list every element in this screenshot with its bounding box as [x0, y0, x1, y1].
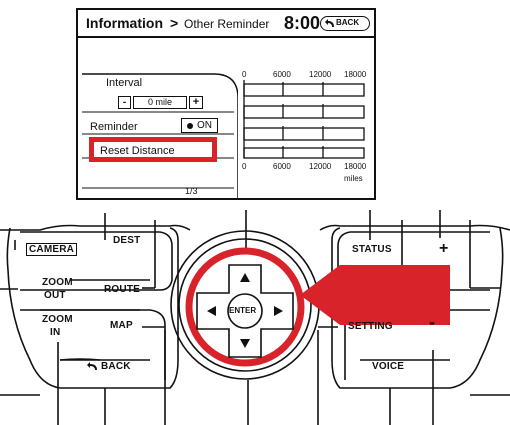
volume-down-button[interactable]: -	[420, 312, 450, 336]
screen-back-label: BACK	[336, 18, 360, 27]
directional-pad: ENTER	[195, 263, 295, 359]
map-label: MAP	[110, 320, 133, 331]
scale-top-18000: 18000	[344, 70, 367, 79]
dpad-frame	[196, 264, 294, 358]
dest-label: DEST	[113, 235, 141, 246]
info-screen: Information > Other Reminder 8:00 BACK I…	[76, 8, 376, 200]
up-arrow-icon	[240, 273, 250, 282]
dpad-down-button[interactable]	[231, 332, 259, 356]
screen-title: Information	[86, 15, 163, 31]
zoom-in-label-line1: ZOOM	[42, 314, 73, 325]
reminder-indicator-icon	[187, 123, 193, 129]
enter-button[interactable]: ENTER	[228, 294, 262, 328]
scale-top-0: 0	[242, 70, 247, 79]
screen-subtitle: Other Reminder	[184, 17, 270, 31]
back-label: BACK	[101, 361, 131, 372]
status-label: STATUS	[352, 244, 392, 255]
dest-button[interactable]: DEST	[88, 232, 148, 264]
scale-top-12000: 12000	[309, 70, 332, 79]
scale-bottom-12000: 12000	[309, 162, 332, 171]
distance-gauges	[243, 80, 365, 159]
scale-top-6000: 6000	[273, 70, 291, 79]
clock: 8:00	[284, 13, 321, 33]
voice-label: VOICE	[372, 361, 405, 372]
interval-stepper: - 0 mile +	[118, 96, 204, 110]
page-indicator: 1/3	[185, 186, 198, 196]
zoom-out-button[interactable]: ZOOM OUT	[14, 272, 74, 308]
enter-label: ENTER	[229, 306, 257, 315]
interval-increment-button[interactable]: +	[189, 96, 203, 109]
breadcrumb-separator: >	[170, 15, 179, 31]
red-pointer-arrow-icon	[300, 265, 450, 325]
scale-bottom-6000: 6000	[273, 162, 291, 171]
reset-distance-item[interactable]: Reset Distance	[89, 137, 217, 162]
scale-bottom-18000: 18000	[344, 162, 367, 171]
screen-back-button[interactable]: BACK	[320, 16, 370, 31]
reminder-toggle[interactable]: ON	[181, 118, 218, 133]
scale-unit: miles	[344, 174, 363, 183]
status-button[interactable]: STATUS	[340, 236, 400, 264]
route-label: ROUTE	[104, 284, 140, 295]
interval-value-field: 0 mile	[133, 96, 187, 109]
route-button[interactable]: ROUTE	[90, 278, 150, 300]
right-arrow-icon	[274, 306, 283, 316]
volume-up-button[interactable]: +	[430, 236, 466, 264]
dpad-highlight-ring	[185, 247, 305, 367]
interval-label: Interval	[106, 77, 143, 89]
back-arrow-icon	[325, 19, 334, 27]
volume-up-label: +	[439, 240, 449, 257]
camera-label: CAMERA	[26, 243, 78, 256]
back-button[interactable]: BACK	[70, 356, 150, 380]
zoom-in-label-line2: IN	[50, 327, 61, 338]
header-divider	[78, 36, 374, 38]
reminder-label: Reminder	[90, 121, 138, 133]
interval-decrement-button[interactable]: -	[118, 96, 131, 109]
back-arrow-icon	[87, 362, 97, 370]
reset-distance-label: Reset Distance	[100, 145, 175, 157]
left-arrow-icon	[207, 306, 216, 316]
dpad-left-button[interactable]	[198, 296, 226, 326]
zoom-out-label-line2: OUT	[44, 290, 66, 301]
camera-button[interactable]: CAMERA	[24, 236, 78, 262]
reminder-state: ON	[197, 120, 212, 131]
setting-label: SETTING	[348, 321, 393, 332]
down-arrow-icon	[240, 339, 250, 348]
setting-button[interactable]: SETTING	[340, 316, 400, 340]
zoom-out-label-line1: ZOOM	[42, 277, 73, 288]
scale-bottom-0: 0	[242, 162, 247, 171]
dpad-right-button[interactable]	[264, 296, 292, 326]
volume-down-label: -	[429, 312, 435, 332]
map-button[interactable]: MAP	[90, 316, 150, 338]
voice-button[interactable]: VOICE	[356, 356, 426, 380]
dpad-up-button[interactable]	[231, 266, 259, 290]
zoom-in-button[interactable]: ZOOM IN	[30, 310, 80, 346]
